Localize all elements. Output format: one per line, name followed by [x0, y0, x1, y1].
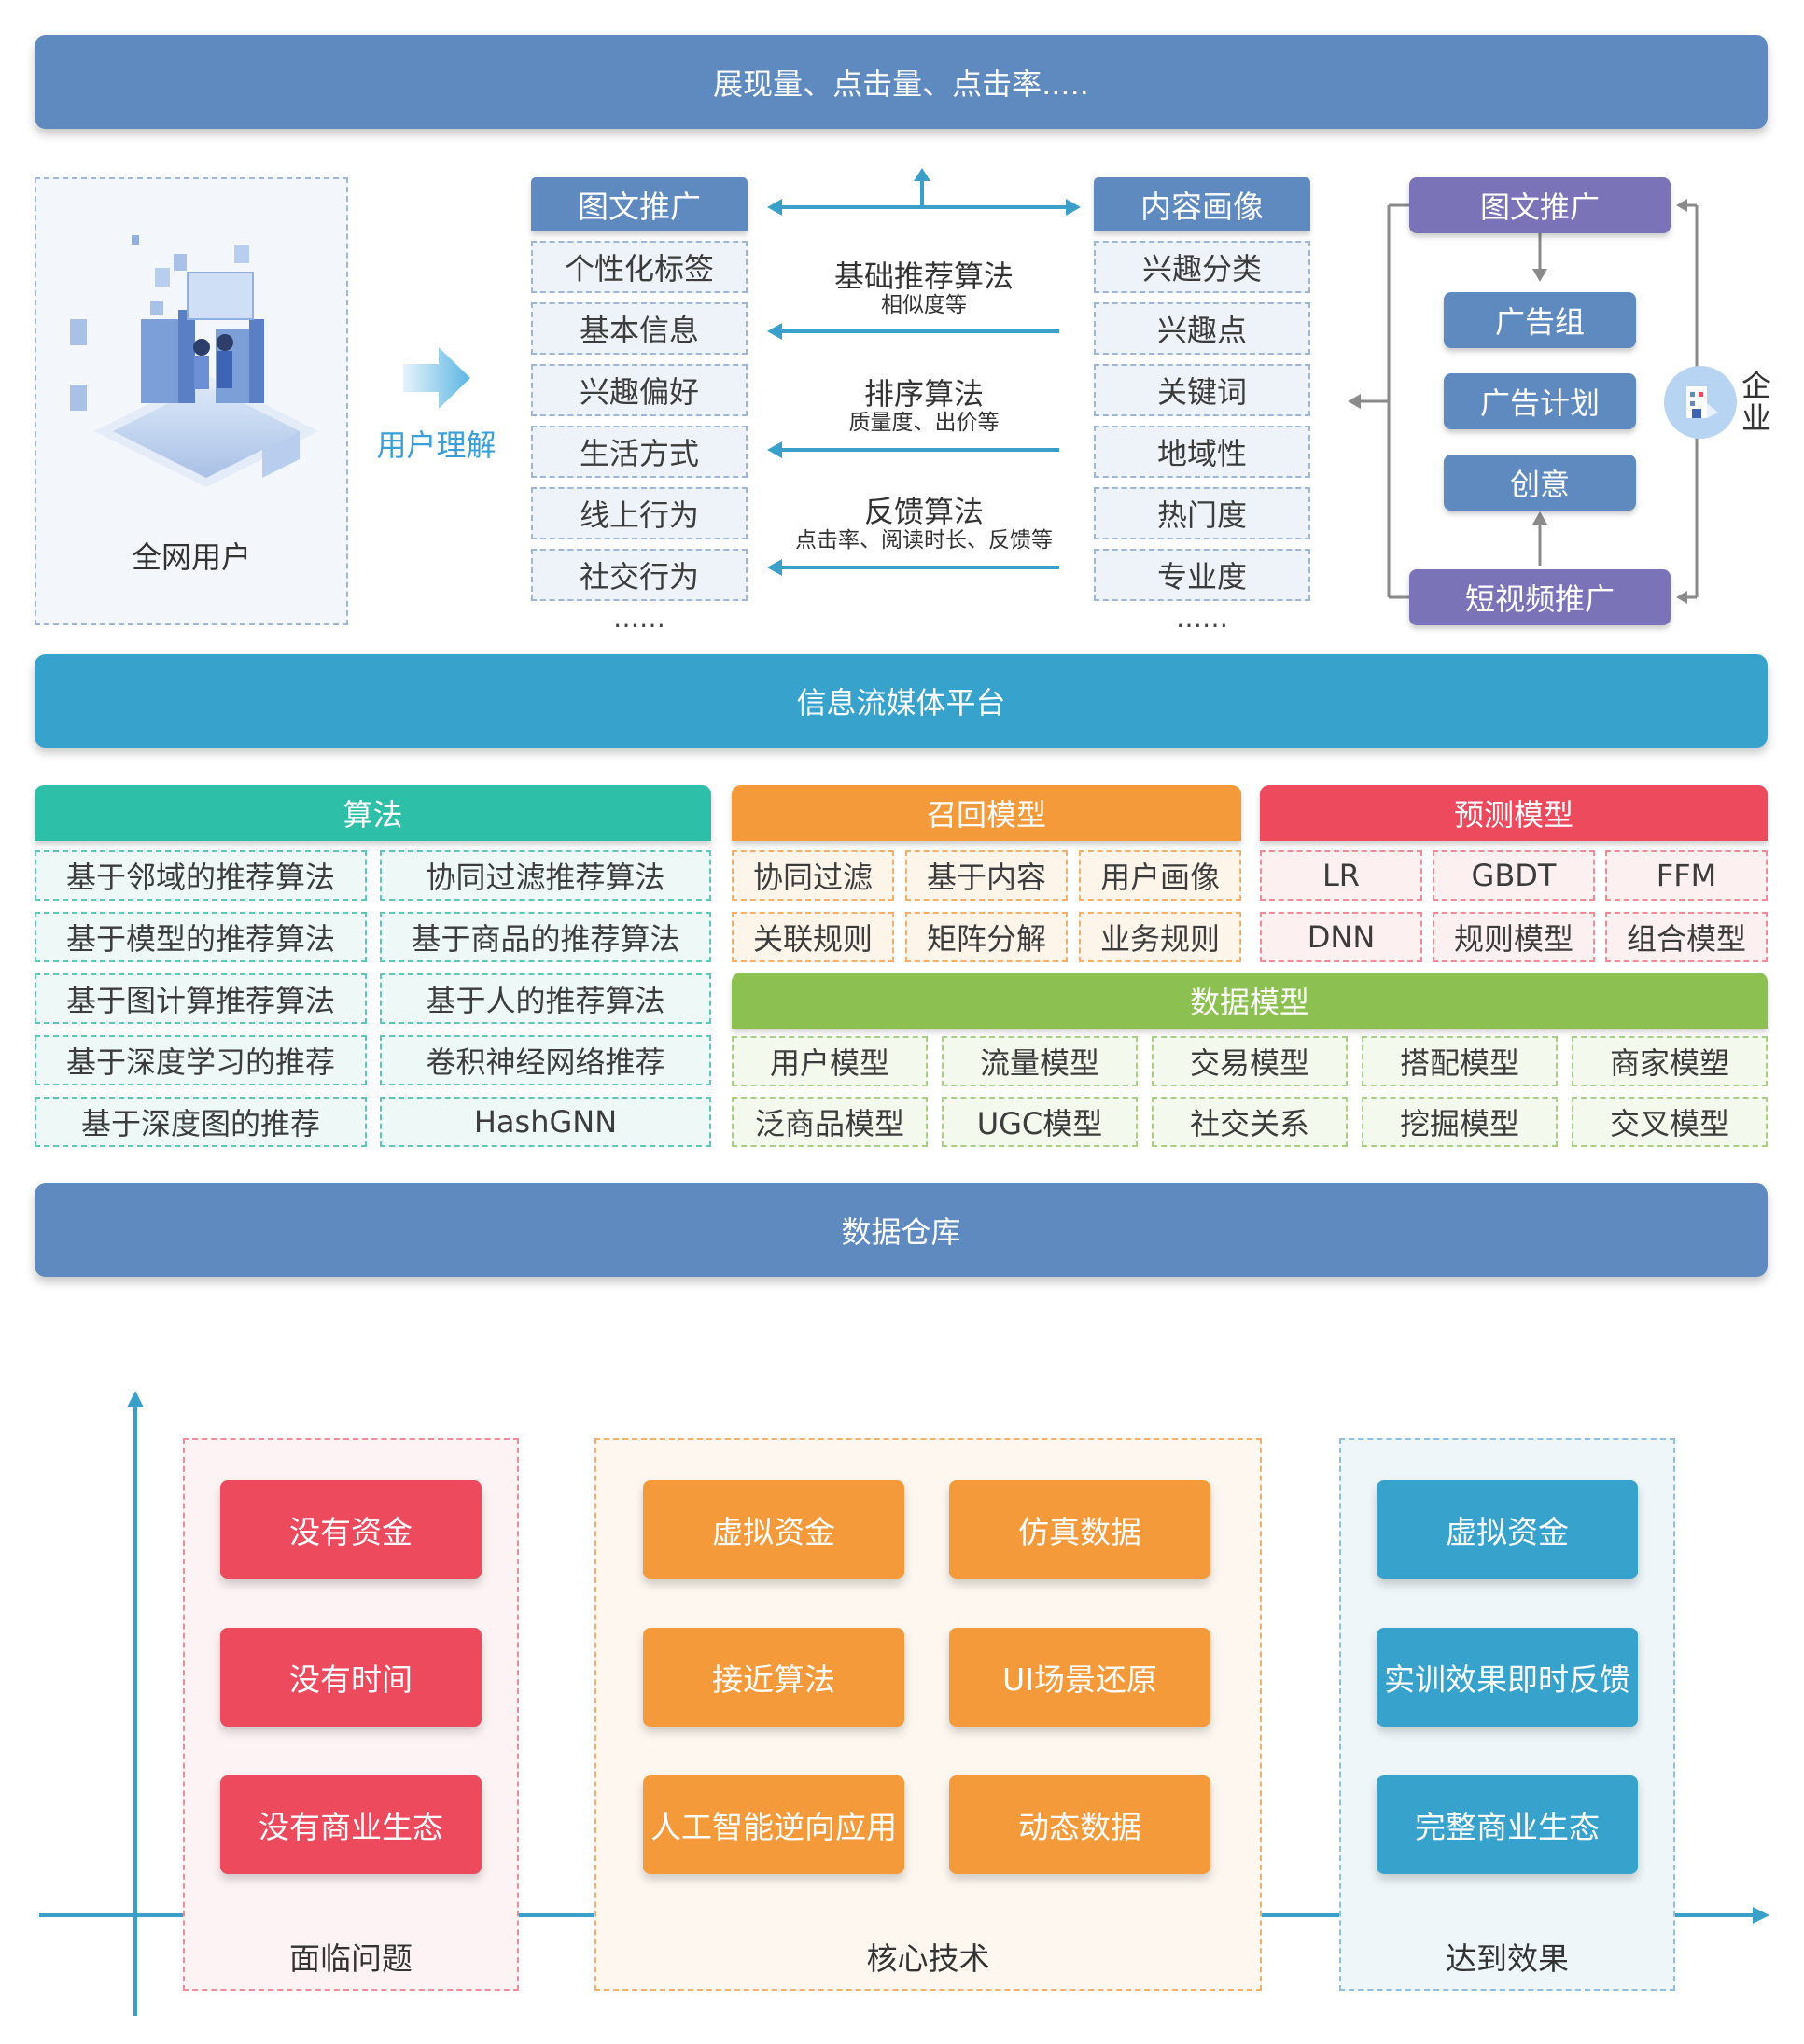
algorithm-cell: 基于深度学习的推荐: [35, 1035, 367, 1085]
warehouse-bar: 数据仓库: [35, 1183, 1768, 1277]
left-list-item: 兴趣偏好: [531, 364, 748, 416]
recall-cell: 协同过滤: [732, 850, 894, 901]
algorithm-cell: 基于人的推荐算法: [380, 973, 711, 1024]
algorithm-ranking: 排序算法 质量度、出价等: [848, 376, 1000, 435]
predict-section-header: 预测模型: [1260, 785, 1768, 841]
tech-label: 核心技术: [866, 1940, 990, 1977]
algorithm-cell: 基于商品的推荐算法: [380, 912, 711, 962]
predict-cell: GBDT: [1433, 850, 1595, 901]
left-list-item: 个性化标签: [531, 241, 748, 293]
left-list-header: 图文推广: [531, 177, 748, 231]
algorithm-cell: 基于深度图的推荐: [35, 1097, 367, 1147]
recall-cell: 关联规则: [732, 912, 894, 962]
recall-cell: 矩阵分解: [905, 912, 1068, 962]
enterprise-arrows: [1348, 199, 1699, 604]
top-metrics-bar: 展现量、点击量、点击率.....: [35, 35, 1768, 129]
users-panel: 全网用户: [35, 177, 348, 625]
enterprise-ad-group: 广告组: [1444, 292, 1636, 348]
algorithm-basic: 基础推荐算法 相似度等: [833, 259, 1014, 317]
warehouse-label: 数据仓库: [841, 1214, 961, 1250]
recall-cell: 用户画像: [1079, 850, 1241, 901]
enterprise-bottom: 短视频推广: [1409, 569, 1671, 625]
building-icon: [1664, 366, 1737, 439]
enterprise-top: 图文推广: [1409, 177, 1671, 233]
algorithm-cell: 基于图计算推荐算法: [35, 973, 367, 1024]
users-label: 全网用户: [131, 539, 251, 575]
data-model-cell: 交叉模型: [1572, 1097, 1768, 1147]
left-list-item: 生活方式: [531, 426, 748, 478]
right-list-item: 兴趣分类: [1094, 241, 1310, 293]
recall-cell: 业务规则: [1079, 912, 1241, 962]
algorithm-cell: 基于模型的推荐算法: [35, 912, 367, 962]
recall-section-header: 召回模型: [732, 785, 1241, 841]
right-list-more: ……: [1176, 603, 1228, 634]
algorithm-cell: 卷积神经网络推荐: [380, 1035, 711, 1085]
predict-cell: 规则模型: [1433, 912, 1595, 962]
data-model-cell: 搭配模型: [1362, 1036, 1558, 1086]
predict-cell: FFM: [1605, 850, 1768, 901]
enterprise-creative: 创意: [1444, 455, 1636, 511]
algorithm-section-header: 算法: [35, 785, 711, 841]
tech-box: 虚拟资金: [643, 1480, 904, 1579]
right-list-item: 专业度: [1094, 549, 1310, 601]
user-understanding-label: 用户理解: [376, 427, 496, 463]
algorithm-cell: HashGNN: [380, 1097, 711, 1147]
data-model-cell: 用户模型: [732, 1036, 928, 1086]
tech-box: 接近算法: [643, 1628, 904, 1727]
data-model-cell: UGC模型: [942, 1097, 1138, 1147]
right-list-item: 地域性: [1094, 426, 1310, 478]
problem-box: 没有时间: [220, 1628, 482, 1727]
data-model-cell: 流量模型: [942, 1036, 1138, 1086]
algorithm-cell: 协同过滤推荐算法: [380, 850, 711, 901]
recall-cell: 基于内容: [905, 850, 1068, 901]
algorithm-feedback: 反馈算法 点击率、阅读时长、反馈等: [795, 494, 1053, 553]
left-list-item: 社交行为: [531, 549, 748, 601]
predict-cell: DNN: [1260, 912, 1422, 962]
effect-box: 实训效果即时反馈: [1377, 1628, 1638, 1727]
platform-bar: 信息流媒体平台: [35, 654, 1768, 748]
data-model-cell: 泛商品模型: [732, 1097, 928, 1147]
left-list-more: ……: [613, 603, 665, 634]
data-model-cell: 交易模型: [1152, 1036, 1348, 1086]
problems-label: 面临问题: [289, 1940, 413, 1977]
tech-box: 仿真数据: [949, 1480, 1210, 1579]
users-illustration: [70, 235, 318, 487]
tech-box: 人工智能逆向应用: [643, 1775, 904, 1874]
left-list-item: 线上行为: [531, 487, 748, 539]
top-metrics-label: 展现量、点击量、点击率.....: [713, 66, 1089, 102]
tech-box: UI场景还原: [949, 1628, 1210, 1727]
right-list-header: 内容画像: [1094, 177, 1310, 231]
effect-box: 虚拟资金: [1377, 1480, 1638, 1579]
platform-label: 信息流媒体平台: [796, 685, 1006, 721]
enterprise-label: 企业: [1741, 368, 1771, 436]
left-list-item: 基本信息: [531, 302, 748, 355]
effect-box: 完整商业生态: [1377, 1775, 1638, 1874]
tech-box: 动态数据: [949, 1775, 1210, 1874]
problem-box: 没有商业生态: [220, 1775, 482, 1874]
right-list-item: 热门度: [1094, 487, 1310, 539]
arrow-right-icon: [403, 347, 470, 409]
data-model-section-header: 数据模型: [732, 973, 1768, 1029]
enterprise-ad-plan: 广告计划: [1444, 373, 1636, 429]
data-model-cell: 社交关系: [1152, 1097, 1348, 1147]
right-list-item: 兴趣点: [1094, 302, 1310, 355]
effects-label: 达到效果: [1446, 1940, 1569, 1977]
data-model-cell: 商家模塑: [1572, 1036, 1768, 1086]
predict-cell: 组合模型: [1605, 912, 1768, 962]
predict-cell: LR: [1260, 850, 1422, 901]
algorithm-arrows: [767, 168, 1081, 576]
data-model-cell: 挖掘模型: [1362, 1097, 1558, 1147]
problem-box: 没有资金: [220, 1480, 482, 1579]
algorithm-cell: 基于邻域的推荐算法: [35, 850, 367, 901]
right-list-item: 关键词: [1094, 364, 1310, 416]
